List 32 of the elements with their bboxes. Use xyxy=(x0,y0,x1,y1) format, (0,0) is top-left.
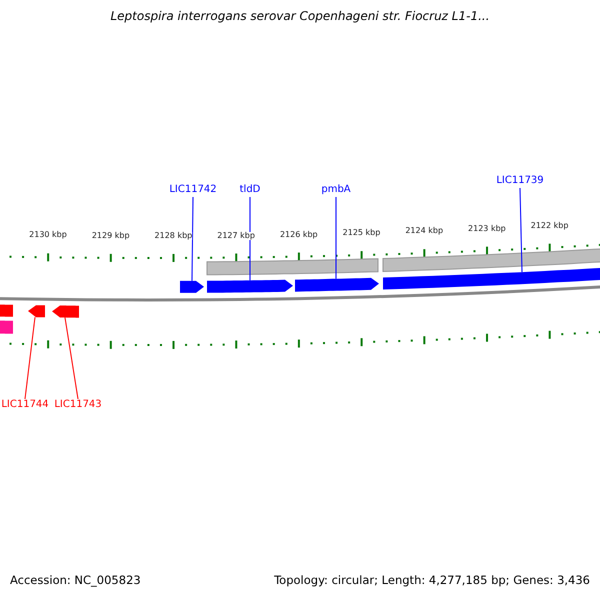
gene-feature xyxy=(0,304,13,317)
gene-label: LIC11742 xyxy=(169,185,217,195)
gene-label: LIC11739 xyxy=(496,176,544,186)
feature-bar xyxy=(206,258,378,276)
gene-feature xyxy=(383,266,600,290)
scale-label: 2122 kbp xyxy=(530,222,568,230)
scale-label: 2127 kbp xyxy=(217,232,255,240)
scale-label: 2125 kbp xyxy=(342,229,380,238)
feature-bar xyxy=(0,320,13,334)
scale-label: 2129 kbp xyxy=(92,232,130,240)
gene-feature xyxy=(207,280,293,293)
leader-line xyxy=(192,196,194,282)
title: Leptospira interrogans serovar Copenhageni str. Fiocruz L1-1... xyxy=(110,10,490,22)
scale-label: 2130 kbp xyxy=(29,231,67,240)
gene-feature xyxy=(295,278,379,292)
feature-bar xyxy=(382,248,600,272)
gene-feature xyxy=(28,305,45,318)
scale-label: 2124 kbp xyxy=(405,227,444,236)
gene-feature xyxy=(180,280,204,293)
gene-label: pmbA xyxy=(321,185,351,195)
summary-text: Topology: circular; Length: 4,277,185 bp; Genes: 3,436 xyxy=(274,575,590,586)
gene-label: LIC11743 xyxy=(54,400,102,410)
gene-label: LIC11744 xyxy=(1,400,49,410)
leader-line xyxy=(520,188,522,273)
gene-label: tldD xyxy=(240,185,260,195)
scale-label: 2126 kbp xyxy=(280,230,318,239)
accession-text: Accession: NC_005823 xyxy=(10,575,141,586)
scale-label: 2128 kbp xyxy=(154,232,192,240)
leader-line xyxy=(64,317,78,400)
gene-feature xyxy=(52,306,79,318)
scale-label: 2123 kbp xyxy=(468,224,506,233)
leader-line xyxy=(24,316,36,400)
